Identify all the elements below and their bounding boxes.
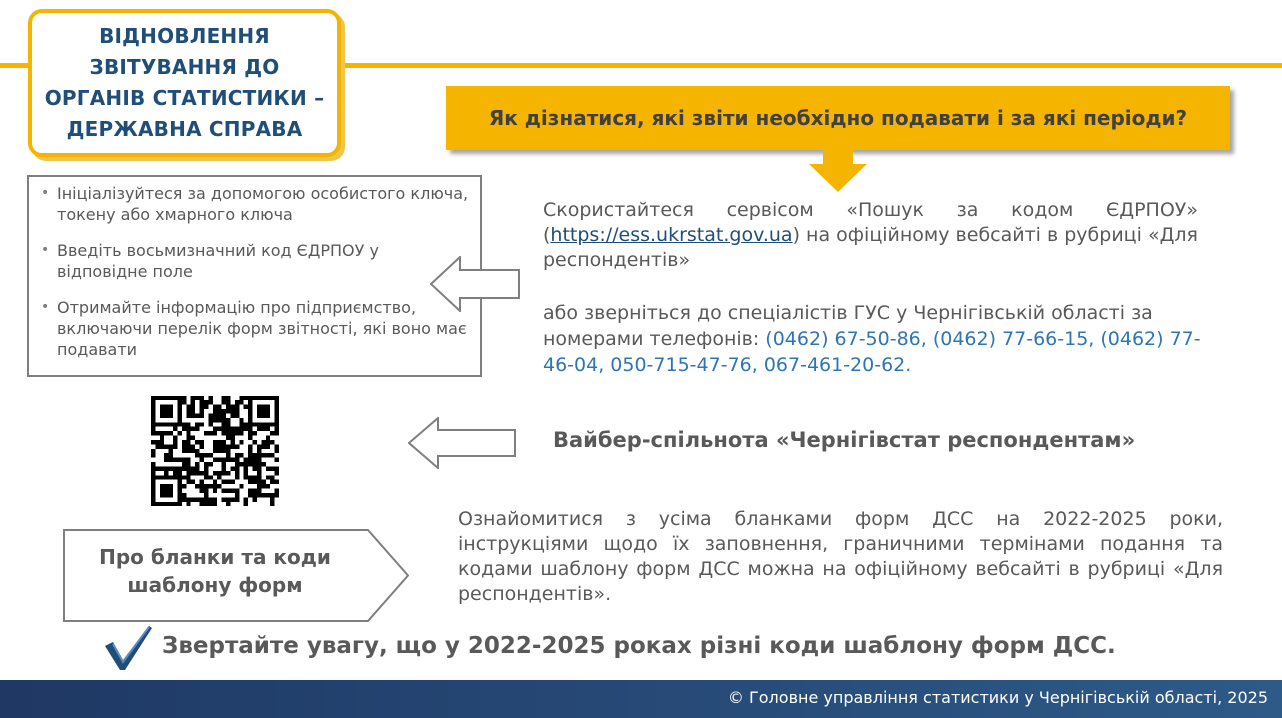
service-paragraph: Скористайтеся сервісом «Пошук за кодом Є… <box>543 198 1198 273</box>
top-accent-line <box>0 63 1282 68</box>
left-arrow-icon <box>408 417 516 469</box>
contact-text: або зверніться до спеціалістів ГУС у Чер… <box>543 302 1153 350</box>
contact-paragraph: або зверніться до спеціалістів ГУС у Чер… <box>543 300 1213 378</box>
forms-paragraph: Ознайомитися з усіма бланками форм ДСС н… <box>458 508 1223 605</box>
forms-info-button[interactable] <box>63 529 409 622</box>
service-text-before: Скористайтеся сервісом «Пошук за кодом Є… <box>543 199 1198 246</box>
footer-copyright: © Головне управління статистики у Черніг… <box>727 688 1268 707</box>
step-item: Отримайте інформацію про підприємство, в… <box>39 297 470 360</box>
service-link[interactable]: https://ess.ukrstat.gov.ua <box>550 224 793 246</box>
checkmark-icon <box>105 626 152 670</box>
question-text: Як дізнатися, які звіти необхідно подава… <box>488 106 1188 130</box>
qr-code[interactable] <box>151 395 279 507</box>
viber-community-title: Вайбер-спільнота «Чернігівстат респонден… <box>553 428 1136 452</box>
service-text-after: ) на офіційному вебсайті в рубриці «Для … <box>543 224 1198 271</box>
notice-text: Звертайте увагу, що у 2022-2025 роках рі… <box>162 633 1116 659</box>
title-box: ВІДНОВЛЕННЯ ЗВІТУВАННЯ ДО ОРГАНІВ СТАТИС… <box>28 9 341 157</box>
forms-button-label: Про бланки та коди шаблону форм <box>99 545 331 597</box>
contact-phones: (0462) 67-50-86, (0462) 77-66-15, (0462)… <box>543 328 1201 376</box>
question-banner: Як дізнатися, які звіти необхідно подава… <box>446 86 1230 150</box>
footer-bar: © Головне управління статистики у Черніг… <box>0 680 1282 718</box>
page-title: ВІДНОВЛЕННЯ ЗВІТУВАННЯ ДО ОРГАНІВ СТАТИС… <box>44 24 325 141</box>
steps-box: Ініціалізуйтеся за допомогою особистого … <box>27 175 482 377</box>
left-arrow-icon <box>430 256 520 312</box>
step-item: Ініціалізуйтеся за допомогою особистого … <box>39 183 470 225</box>
step-item: Введіть восьмизначний код ЄДРПОУ у відпо… <box>39 240 470 282</box>
down-arrow-icon <box>809 150 867 192</box>
